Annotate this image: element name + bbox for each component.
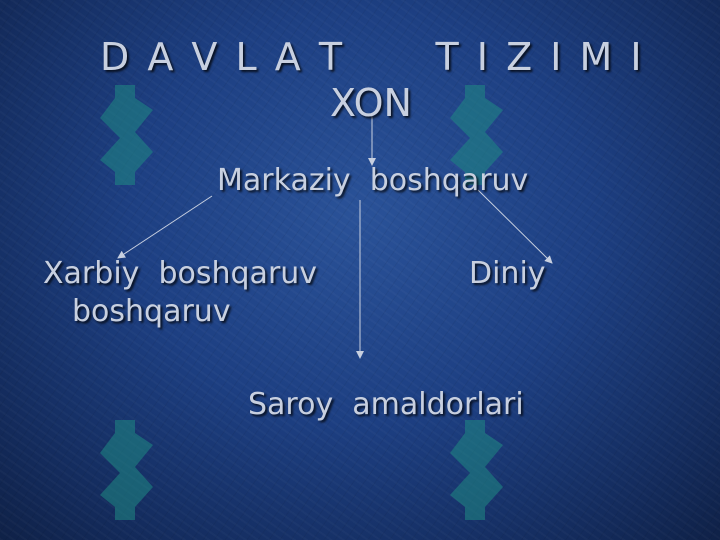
node-boshqaruv-continuation: boshqaruv [72,294,231,329]
slide-title-line2: XON [330,81,412,125]
node-saroy-amaldorlari: Saroy amaldorlari [248,387,524,422]
node-diniy: Diniy [469,256,546,291]
watermark-logo-icon [450,420,503,520]
watermark-logo-icon [100,420,153,520]
watermark-logo-icon [100,85,153,185]
watermark-logo-icon [450,85,503,185]
arrow-markaziy-to-xarbiy [117,195,213,259]
node-xarbiy-boshqaruv: Xarbiy boshqaruv [43,256,318,291]
arrow-markaziy-to-diniy [477,189,553,264]
slide-title-line1: D A V L A T T I Z I M I [100,35,645,79]
node-markaziy-boshqaruv: Markaziy boshqaruv [217,163,529,198]
